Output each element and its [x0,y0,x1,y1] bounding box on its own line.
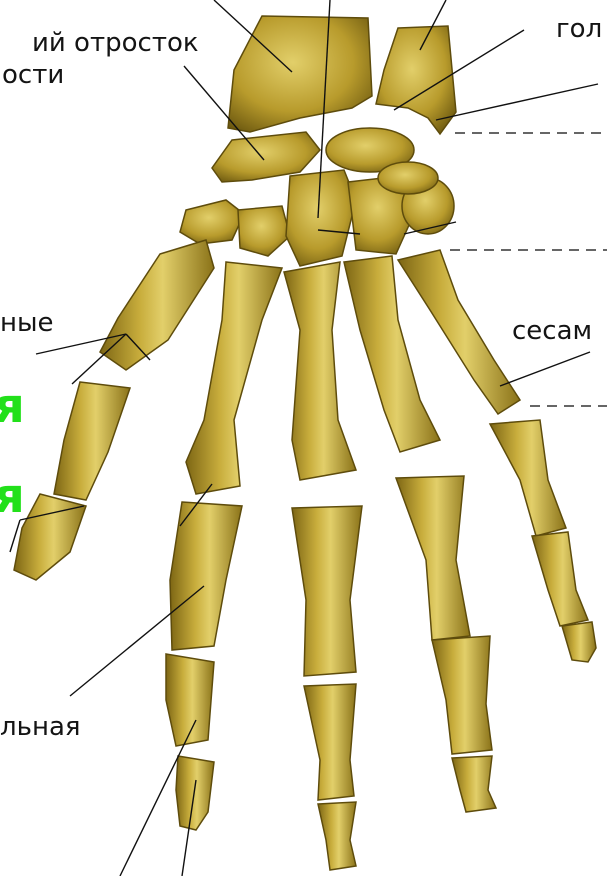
thumb-proximal-phalanx [54,382,130,500]
carpal-bones [180,128,454,266]
triquetrum-bone [378,162,438,194]
green-letter-2: я [0,472,25,520]
ring-middle-phalanx [432,636,492,754]
metacarpal-2 [186,262,282,494]
little-distal-phalanx [562,622,596,662]
trapezium-bone [180,200,244,244]
green-letter-1: я [0,382,25,430]
middle-proximal-phalanx [292,506,362,676]
label-sesamoid: сесам [512,318,592,344]
middle-distal-phalanx [318,802,356,870]
label-phalanx-partial: льная [0,714,81,740]
ring-distal-phalanx [452,756,496,812]
metacarpal-3 [284,262,356,480]
trapezoid-bone [238,206,290,256]
metacarpal-1 [100,240,214,370]
label-head: гол [556,16,602,42]
little-proximal-phalanx [490,420,566,536]
ring-proximal-phalanx [396,476,470,640]
middle-middle-phalanx [304,684,356,800]
label-styloid-process-line2: ости [2,62,64,88]
forearm-bones [228,16,456,134]
metacarpals [100,240,520,494]
label-styloid-process-line1: ий отросток [32,30,199,56]
little-middle-phalanx [532,532,588,626]
label-phalanges-partial: ные [0,310,54,336]
index-distal-phalanx [176,756,214,830]
capitate-bone [286,170,356,266]
